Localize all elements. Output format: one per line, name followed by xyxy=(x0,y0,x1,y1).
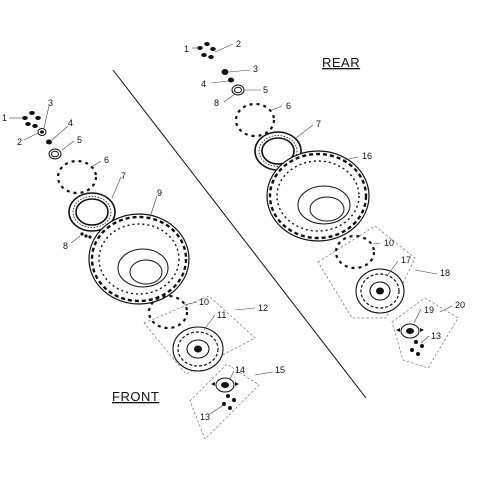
front-wheel-group-box xyxy=(143,295,256,375)
callout-front-14: 14 xyxy=(235,365,245,375)
front-hub-cap xyxy=(48,148,62,160)
callout-front-15: 15 xyxy=(275,365,285,375)
callout-front-3: 3 xyxy=(48,98,53,108)
rear-wheel-studs xyxy=(197,42,216,59)
callout-rear-5: 5 xyxy=(263,85,268,95)
callout-front-8: 8 xyxy=(63,241,68,251)
rear-assembly xyxy=(197,42,459,369)
callout-rear-18: 18 xyxy=(440,268,450,278)
rear-hub xyxy=(396,323,424,339)
front-inner-nut-ring xyxy=(147,294,189,330)
callout-rear-6: 6 xyxy=(286,101,291,111)
rear-tire xyxy=(266,150,370,242)
callout-front-2: 2 xyxy=(17,137,22,147)
section-title-rear: REAR xyxy=(322,55,360,70)
leader-lines xyxy=(9,43,453,415)
rear-lug-nut-ring xyxy=(234,102,276,138)
front-hub-group-box xyxy=(189,363,260,440)
front-tire xyxy=(88,213,190,305)
rear-axle-nut xyxy=(228,77,234,83)
front-hub-studs xyxy=(222,394,236,410)
callout-rear-10: 10 xyxy=(384,238,394,248)
front-hub xyxy=(211,377,239,393)
rear-hub-group-box xyxy=(391,297,459,369)
callout-front-13: 13 xyxy=(200,412,210,422)
callout-front-9: 9 xyxy=(157,188,162,198)
callout-front-6: 6 xyxy=(104,155,109,165)
callout-front-1: 1 xyxy=(2,113,7,123)
callout-rear-8: 8 xyxy=(214,98,219,108)
rear-callouts: 1 2 3 4 5 6 7 8 10 13 16 17 18 19 20 xyxy=(184,39,465,341)
rear-washer xyxy=(221,69,229,75)
front-rim xyxy=(172,326,224,372)
front-axle-nut xyxy=(37,128,47,136)
callout-rear-1: 1 xyxy=(184,44,189,54)
callout-rear-20: 20 xyxy=(455,300,465,310)
callout-rear-17: 17 xyxy=(401,255,411,265)
callout-rear-19: 19 xyxy=(424,305,434,315)
callout-rear-7: 7 xyxy=(316,119,321,129)
callout-front-10: 10 xyxy=(199,297,209,307)
front-wheel-studs xyxy=(22,111,41,128)
rear-wheel-group-box xyxy=(317,225,416,319)
rear-hub-cap xyxy=(231,84,245,96)
divider-line xyxy=(112,69,367,399)
callout-front-12: 12 xyxy=(258,303,268,313)
front-washer xyxy=(46,139,52,145)
front-callouts: 1 2 3 4 5 6 7 8 9 10 11 12 13 14 15 xyxy=(2,98,285,422)
rear-rim xyxy=(355,268,405,314)
callout-rear-13: 13 xyxy=(431,331,441,341)
callout-rear-16: 16 xyxy=(362,151,372,161)
callout-rear-3: 3 xyxy=(253,64,258,74)
front-lug-nut-ring xyxy=(56,159,98,195)
callout-rear-2: 2 xyxy=(236,39,241,49)
callout-front-4: 4 xyxy=(68,118,73,128)
callout-front-7: 7 xyxy=(121,171,126,181)
front-ring-bolts xyxy=(80,232,92,239)
callout-rear-4: 4 xyxy=(201,79,206,89)
section-title-front: FRONT xyxy=(112,389,159,404)
callout-front-5: 5 xyxy=(77,135,82,145)
front-beadlock-ring xyxy=(68,192,116,232)
front-assembly xyxy=(22,111,260,440)
rear-hub-studs xyxy=(410,340,424,356)
rear-inner-nut-ring xyxy=(334,234,376,270)
callout-front-11: 11 xyxy=(217,310,226,320)
